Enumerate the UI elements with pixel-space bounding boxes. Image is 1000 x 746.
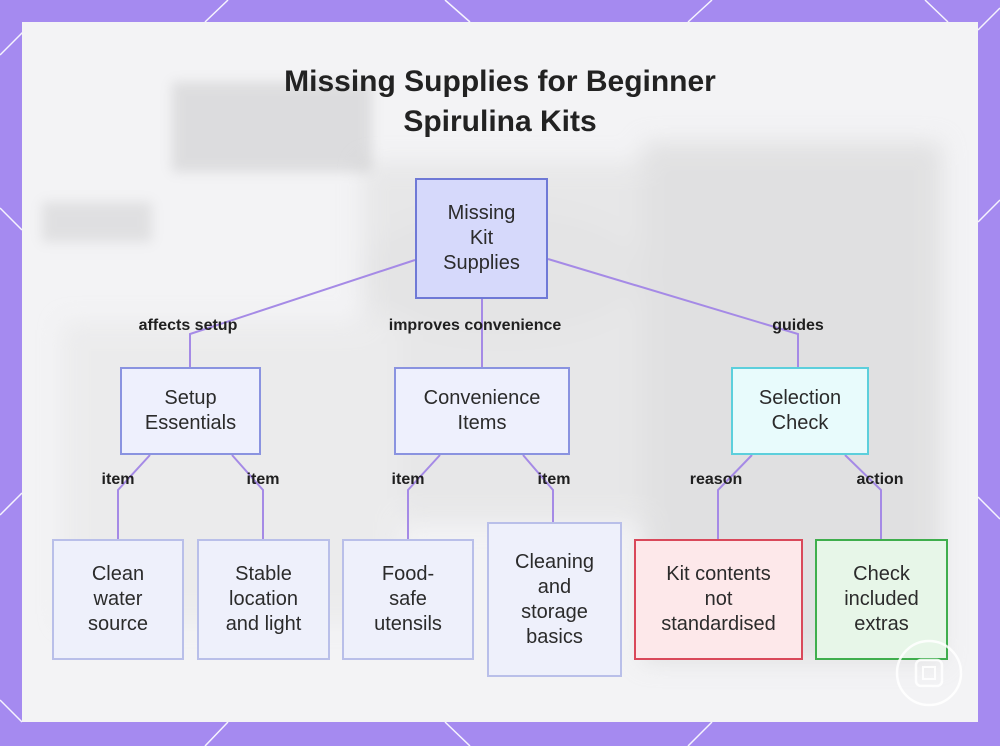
node-missing-kit-supplies: Missing Kit Supplies [415, 178, 548, 299]
edge-label-affects-setup: affects setup [138, 317, 238, 334]
edge-label-item-water: item [101, 471, 135, 488]
node-selection-check: Selection Check [731, 367, 869, 455]
connector-lines [117, 258, 882, 539]
node-check-extras: Check included extras [815, 539, 948, 660]
edge-label-item-location: item [246, 471, 280, 488]
edge-label-reason: reason [689, 471, 743, 488]
edge-label-item-utensils: item [391, 471, 425, 488]
edge-label-item-cleaning: item [537, 471, 571, 488]
title-line-2: Spirulina Kits [403, 105, 597, 138]
diagram-title: Missing Supplies for Beginner Spirulina … [22, 62, 978, 142]
edge-convenience-cleaning [522, 454, 554, 522]
edge-label-improves-convenience: improves convenience [388, 317, 562, 334]
watermark-icon [895, 639, 963, 707]
edge-convenience-utensils [407, 454, 441, 539]
node-clean-water-source: Clean water source [52, 539, 184, 660]
node-food-safe-utensils: Food- safe utensils [342, 539, 474, 660]
edge-root-selection [547, 258, 799, 367]
edge-label-action: action [856, 471, 904, 488]
edge-selection-kit [717, 454, 753, 539]
edge-selection-extras [844, 454, 882, 539]
edge-setup-location [231, 454, 264, 539]
edge-setup-water [117, 454, 151, 539]
diagram-card: Missing Supplies for Beginner Spirulina … [22, 22, 978, 722]
title-line-1: Missing Supplies for Beginner [284, 65, 716, 98]
node-convenience-items: Convenience Items [394, 367, 570, 455]
edge-label-guides: guides [772, 317, 824, 334]
node-stable-location: Stable location and light [197, 539, 330, 660]
node-kit-contents: Kit contents not standardised [634, 539, 803, 660]
edge-root-setup [189, 259, 416, 367]
node-cleaning-storage: Cleaning and storage basics [487, 522, 622, 677]
node-setup-essentials: Setup Essentials [120, 367, 261, 455]
